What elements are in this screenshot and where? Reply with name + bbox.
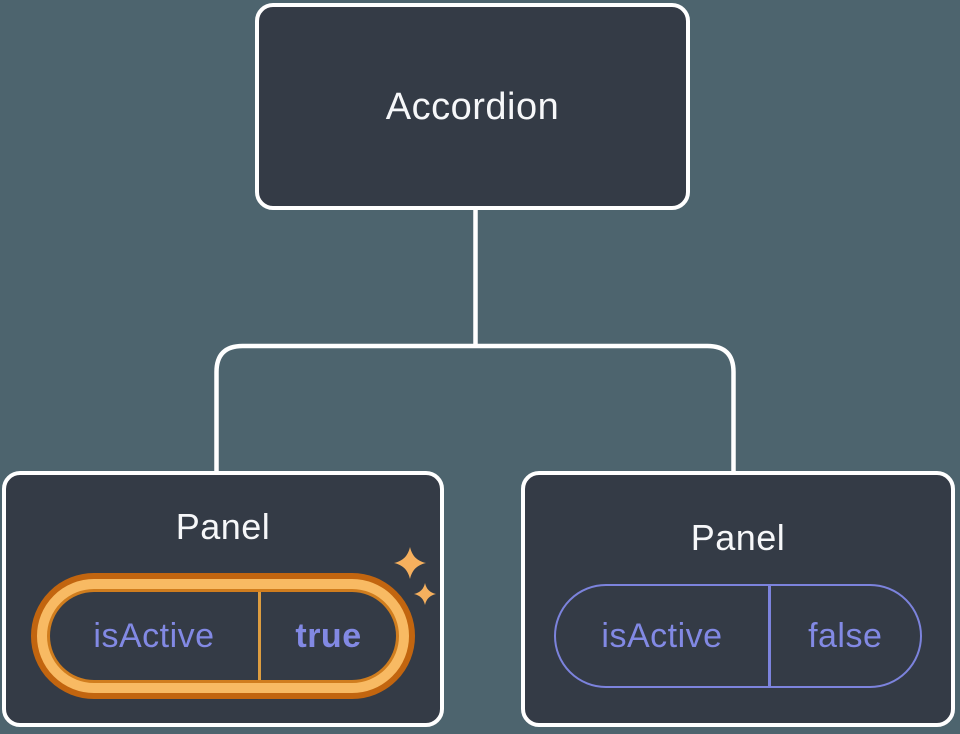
- state-pill-active-highlight: isActive true: [31, 573, 415, 699]
- state-pill-active: isActive true: [47, 589, 399, 683]
- panel-active-label: Panel: [175, 506, 271, 547]
- state-prop-value: false: [808, 616, 883, 655]
- connector-branches: [214, 343, 736, 473]
- sparkle-icon: [414, 583, 436, 605]
- sparkle-icon: [394, 547, 426, 579]
- panel-node-inactive: Panel isActive false: [521, 471, 955, 727]
- state-pill-divider: [258, 592, 261, 680]
- state-pill-divider: [768, 586, 771, 686]
- accordion-node-label: Accordion: [385, 85, 560, 128]
- state-prop-name: isActive: [93, 616, 215, 655]
- state-pill-inactive: isActive false: [554, 584, 922, 688]
- accordion-node: Accordion: [255, 3, 690, 210]
- panel-node-active: Panel isActive true: [2, 471, 444, 727]
- state-prop-value: true: [295, 616, 362, 655]
- panel-inactive-label: Panel: [690, 517, 786, 558]
- state-prop-name: isActive: [601, 616, 723, 655]
